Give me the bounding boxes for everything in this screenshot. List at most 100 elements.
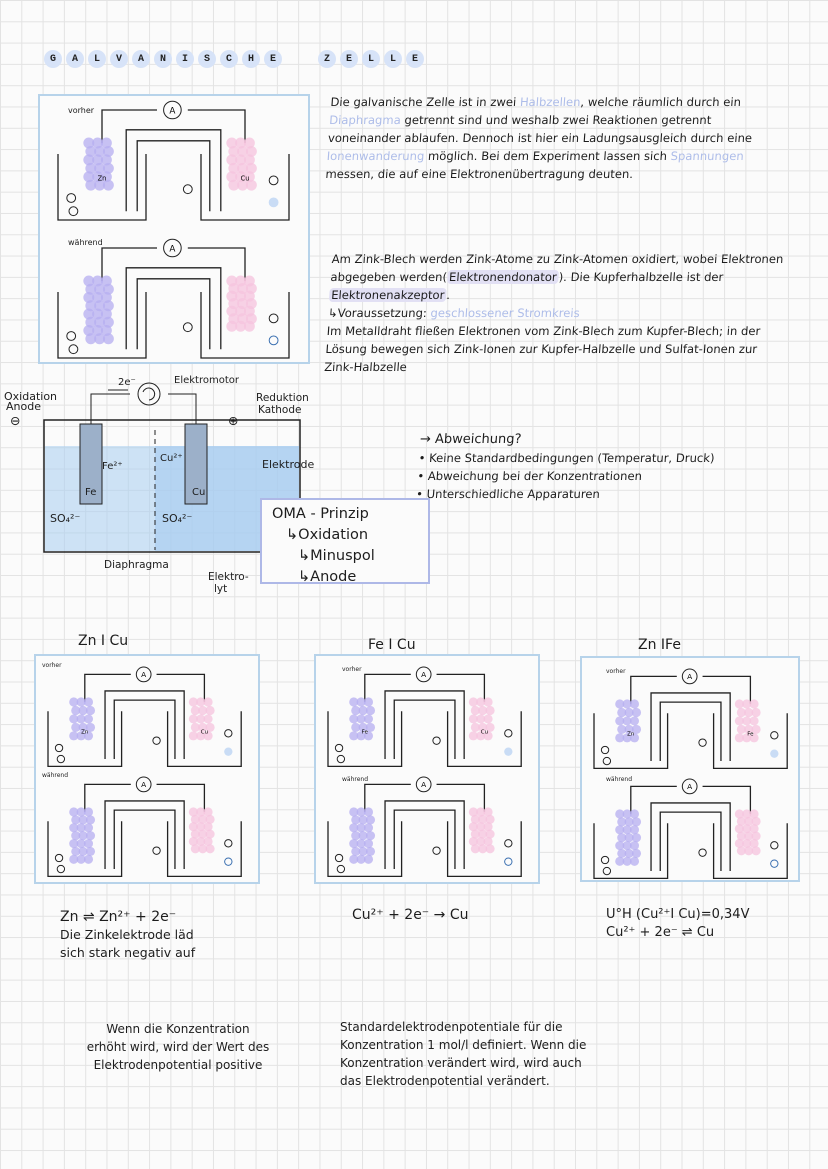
- electrode-left: [102, 316, 114, 328]
- cell-heading-2: Fe I Cu: [368, 637, 416, 653]
- beaker-right: [166, 821, 242, 878]
- wire: [187, 247, 246, 281]
- electrode-left: [100, 292, 112, 303]
- ion: [224, 839, 233, 848]
- electrode-left: [71, 815, 81, 825]
- electrode-left: [76, 854, 86, 864]
- electrode-left: [629, 856, 640, 866]
- electrode-left: [85, 333, 97, 345]
- electrode-left: [617, 724, 627, 734]
- electrode-left: [615, 840, 625, 851]
- ammeter-circle: [135, 666, 152, 683]
- electrode-left: [622, 809, 632, 819]
- electrode-left: [100, 137, 112, 149]
- electrode-right: [198, 722, 208, 732]
- electrode-right: [478, 844, 488, 854]
- electrode-right: [243, 171, 255, 183]
- electrode-left: [83, 171, 95, 183]
- wire: [630, 675, 677, 704]
- electrode-right-label: Cu: [201, 729, 208, 735]
- electrode-right: [483, 731, 493, 741]
- electrode-left: [83, 823, 94, 833]
- electrode-left: [71, 846, 81, 856]
- electrode-right: [734, 809, 744, 819]
- label-oxidation: Oxidation: [4, 390, 58, 403]
- ammeter-circle: [163, 238, 182, 258]
- electrode-right: [749, 699, 759, 709]
- electrode-right: [188, 714, 198, 724]
- electrode-right: [483, 836, 493, 847]
- electrode-left: [85, 283, 97, 295]
- electrode-right: [749, 733, 759, 743]
- intro-paragraph: Die galvanische Zelle ist in zwei Halbze…: [324, 95, 753, 181]
- ion: [224, 729, 233, 738]
- electrode-left: [76, 731, 86, 741]
- electrode-right: [751, 846, 761, 856]
- electrode-left: [83, 731, 94, 741]
- electrode-left: [76, 838, 86, 849]
- salt-bridge: [650, 692, 731, 762]
- electrode-left: [69, 807, 79, 817]
- electrode-left: [85, 815, 96, 825]
- oma-box: OMA - Prinzip ↳Oxidation ↳Minuspol ↳Anod…: [260, 498, 430, 585]
- electrode-left: [92, 308, 104, 320]
- ammeter-circle: [681, 778, 698, 795]
- electrode-left: [349, 823, 359, 833]
- ion: [504, 729, 513, 738]
- electrode-right: [751, 707, 761, 718]
- label-cu-ion: Cu²⁺: [160, 453, 183, 464]
- electrode-right: [744, 724, 754, 734]
- electrode-right: [751, 816, 761, 826]
- salt-bridge: [393, 809, 456, 870]
- wire: [364, 783, 411, 812]
- electrode-right: [228, 162, 240, 174]
- label-elektrolyt-2: lyt: [214, 583, 228, 595]
- electrode-left: [622, 733, 632, 743]
- ion: [770, 841, 779, 850]
- ion: [152, 846, 161, 855]
- electrode-left: [349, 807, 359, 817]
- beaker-left: [47, 821, 123, 878]
- deviation-item: • Abweichung bei der Konzentrationen: [416, 469, 643, 483]
- electrode-left: [85, 145, 97, 157]
- equation-zn: Zn ⇌ Zn²⁺ + 2e⁻ Die Zinkelektrode läd si…: [60, 909, 196, 960]
- label-anode: Anode: [6, 400, 41, 413]
- ion: [602, 866, 612, 876]
- electrode-left: [100, 154, 112, 166]
- label-elektrode: Elektrode: [262, 458, 315, 471]
- electrode-right: [237, 162, 249, 174]
- electrode-left: [71, 722, 81, 732]
- salt-bridge: [125, 129, 222, 212]
- electrode-left: [69, 731, 79, 741]
- electrode-left: [356, 807, 366, 817]
- electrode-left: [356, 697, 366, 707]
- ion: [336, 754, 346, 764]
- electrode-left: [83, 325, 95, 336]
- wire: [630, 785, 677, 814]
- wire: [84, 783, 131, 812]
- ion: [770, 731, 779, 740]
- beaker-right: [712, 823, 788, 880]
- beaker-left: [57, 154, 147, 221]
- electrode-left: [102, 179, 114, 191]
- electrode-right: [468, 836, 478, 847]
- title-letter: Z: [318, 50, 336, 68]
- beaker-right: [200, 292, 290, 359]
- electrode-right: [237, 179, 249, 191]
- salt-bridge: [125, 267, 222, 350]
- electrode-left: [358, 831, 368, 841]
- electrode-left: [83, 807, 94, 817]
- electrode-left: [83, 838, 94, 849]
- electrode-left: [365, 815, 376, 825]
- electrode-left: [71, 831, 81, 841]
- electrode-right: [476, 731, 486, 741]
- electrode-right: [734, 733, 744, 743]
- salt-bridge: [650, 802, 731, 872]
- electrode-left: [349, 731, 359, 741]
- title-letter: L: [88, 50, 106, 68]
- electrode-right: [198, 705, 208, 716]
- label-2e: 2e⁻: [118, 377, 136, 388]
- label-waehrend: während: [606, 776, 633, 783]
- electrode-left: [94, 145, 106, 157]
